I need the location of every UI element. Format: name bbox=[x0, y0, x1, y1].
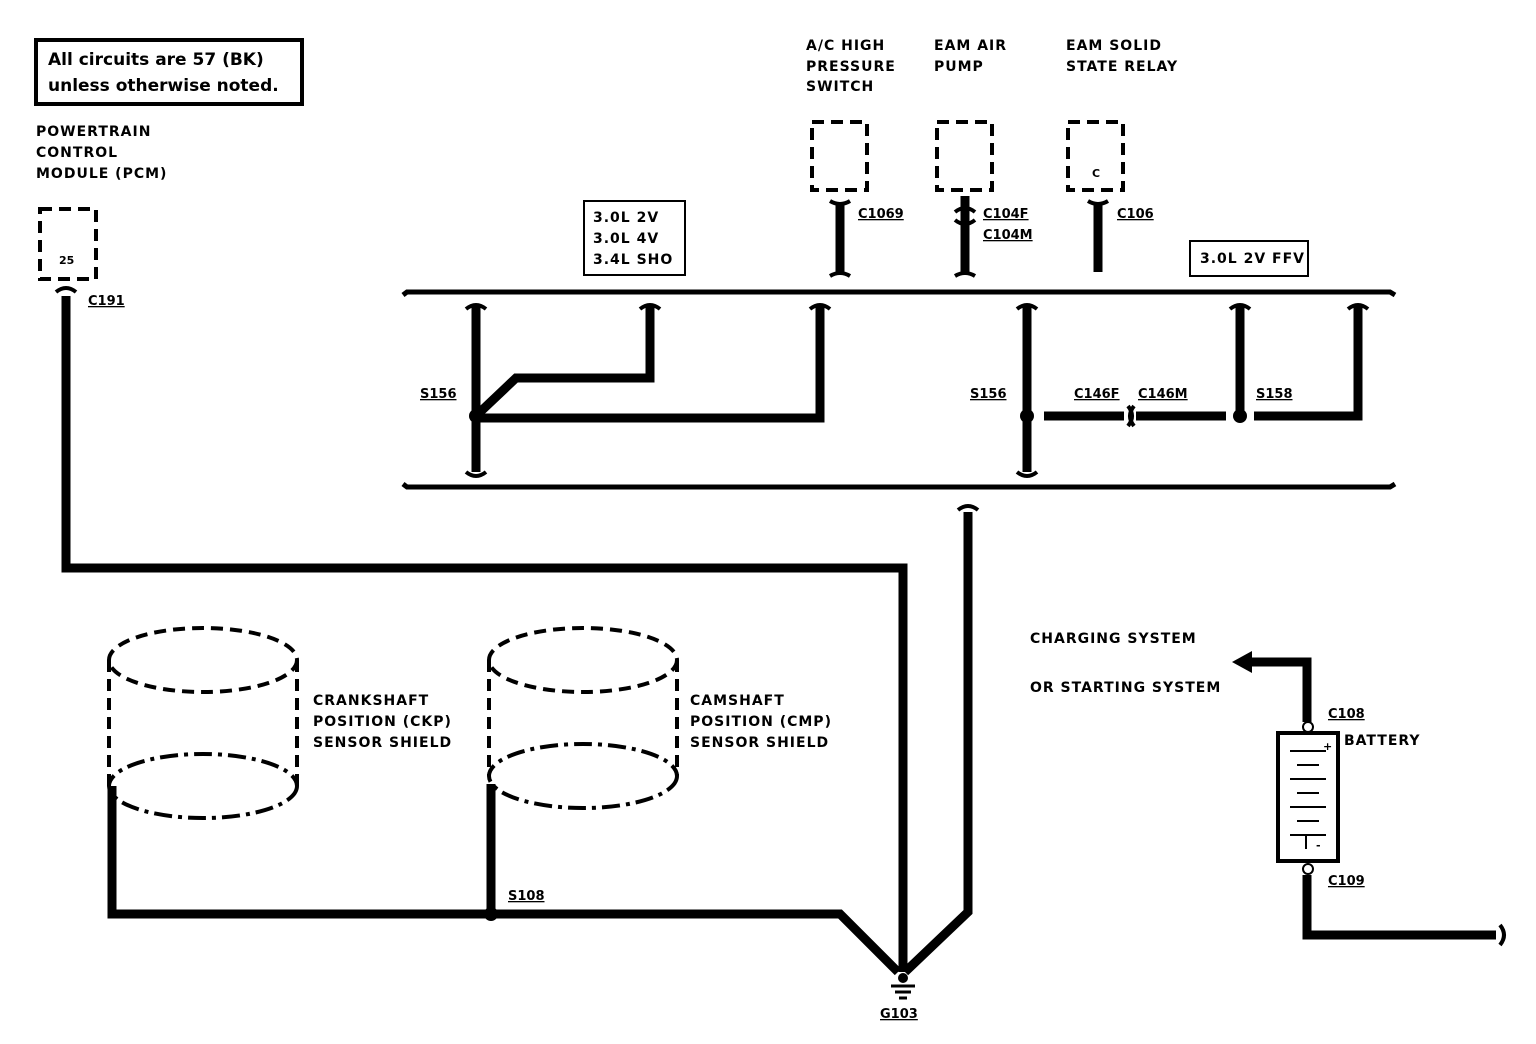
branch-right-1-plug bbox=[1228, 303, 1252, 311]
branch-left-3 bbox=[480, 305, 825, 423]
battery-body bbox=[1276, 731, 1340, 863]
eam-pump-label-1: EAM AIR bbox=[934, 38, 1007, 54]
pcm-component: POWERTRAIN CONTROL MODULE (PCM) 25 C191 bbox=[36, 124, 167, 309]
ac-switch-box bbox=[810, 120, 869, 192]
branch-left-1-plug-bottom bbox=[464, 470, 488, 478]
splice-s156-left-label: S156 bbox=[420, 387, 457, 402]
ac-switch-plug-bottom bbox=[828, 271, 852, 278]
eam-pump-connector-m: C104M bbox=[983, 228, 1033, 243]
ffv-variant-1: 3.0L 2V FFV bbox=[1200, 251, 1305, 267]
harness-bottom-line bbox=[401, 481, 1397, 490]
pcm-label-3: MODULE (PCM) bbox=[36, 166, 167, 182]
branch-mid-1-plug-bottom bbox=[1015, 470, 1039, 478]
pcm-ground-wire bbox=[61, 296, 908, 972]
splice-s156-mid bbox=[1020, 409, 1034, 423]
eam-pump-plug-1 bbox=[953, 206, 977, 214]
branch-left-3-plug bbox=[808, 303, 832, 311]
eam-relay-label-1: EAM SOLID bbox=[1066, 38, 1162, 54]
eam-pump-connector-f: C104F bbox=[983, 207, 1029, 222]
circuit-note-line2: unless otherwise noted. bbox=[48, 76, 279, 96]
branch-right-2 bbox=[1254, 305, 1363, 421]
branch-left-2-plug bbox=[638, 303, 662, 311]
battery-plus: + bbox=[1323, 740, 1332, 753]
ac-switch-component: A/C HIGH PRESSURE SWITCH C1069 bbox=[806, 38, 904, 222]
pcm-connector-box bbox=[38, 207, 98, 281]
eam-pump-component: EAM AIR PUMP C104F C104M bbox=[934, 38, 1033, 243]
pcm-pin: 25 bbox=[59, 254, 74, 267]
battery-top-connector: C108 bbox=[1328, 707, 1365, 722]
splice-s108-label: S108 bbox=[508, 889, 545, 904]
engine-variant-2: 3.0L 4V bbox=[593, 231, 659, 247]
splice-s158 bbox=[1233, 409, 1247, 423]
harness-branches: S156 S156 C146F C146M S158 bbox=[420, 303, 1370, 478]
circuit-note: All circuits are 57 (BK) unless otherwis… bbox=[34, 38, 304, 106]
ac-switch-connector: C1069 bbox=[858, 207, 904, 222]
ground-g103: G103 bbox=[880, 973, 918, 1022]
pcm-label-2: CONTROL bbox=[36, 145, 118, 161]
ckp-label-3: SENSOR SHIELD bbox=[313, 735, 452, 751]
cmp-label-3: SENSOR SHIELD bbox=[690, 735, 829, 751]
branch-left-1-plug bbox=[464, 303, 488, 311]
connector-c146m: C146M bbox=[1138, 387, 1188, 402]
ground-label: G103 bbox=[880, 1007, 918, 1022]
ckp-label-1: CRANKSHAFT bbox=[313, 693, 429, 709]
c146-plug-2 bbox=[1126, 404, 1134, 428]
ffv-variant-box: 3.0L 2V FFV bbox=[1189, 240, 1309, 277]
engine-variant-3: 3.4L SHO bbox=[593, 252, 673, 268]
battery-label: BATTERY bbox=[1344, 733, 1421, 749]
splice-s156-left bbox=[469, 409, 483, 423]
cmp-label-2: POSITION (CMP) bbox=[690, 714, 832, 730]
top-leads bbox=[828, 196, 1110, 278]
ckp-shield: CRANKSHAFT POSITION (CKP) SENSOR SHIELD bbox=[107, 626, 452, 820]
cmp-label-1: CAMSHAFT bbox=[690, 693, 785, 709]
harness-ground-wire bbox=[901, 512, 973, 976]
eam-relay-component: EAM SOLID STATE RELAY C C106 bbox=[1066, 38, 1178, 222]
battery-ground-wire bbox=[1302, 875, 1496, 940]
ac-switch-label-1: A/C HIGH bbox=[806, 38, 885, 54]
branch-mid-1-plug bbox=[1015, 303, 1039, 311]
engine-variant-1: 3.0L 2V bbox=[593, 210, 659, 226]
engine-variant-box: 3.0L 2V 3.0L 4V 3.4L SHO bbox=[583, 200, 686, 276]
battery-bottom-connector: C109 bbox=[1328, 874, 1365, 889]
branch-left-2 bbox=[474, 305, 655, 418]
ckp-label-2: POSITION (CKP) bbox=[313, 714, 452, 730]
cmp-shield: CAMSHAFT POSITION (CMP) SENSOR SHIELD bbox=[487, 626, 832, 810]
eam-relay-pin: C bbox=[1092, 167, 1100, 180]
ac-switch-plug bbox=[828, 199, 852, 206]
eam-pump-plug-2 bbox=[953, 218, 977, 226]
eam-pump-plug-bottom bbox=[953, 271, 977, 278]
battery-component: C108 BATTERY + - C109 bbox=[1276, 707, 1506, 947]
arrow-left-icon bbox=[1232, 651, 1252, 673]
charging-wire bbox=[1248, 657, 1312, 722]
charging-system: CHARGING SYSTEM OR STARTING SYSTEM bbox=[1030, 631, 1312, 722]
eam-relay-label-2: STATE RELAY bbox=[1066, 59, 1178, 75]
charging-label-1: CHARGING SYSTEM bbox=[1030, 631, 1197, 647]
branch-right-2-plug bbox=[1346, 303, 1370, 311]
harness-ground-plug bbox=[956, 504, 980, 512]
splice-s158-label: S158 bbox=[1256, 387, 1293, 402]
charging-label-2: OR STARTING SYSTEM bbox=[1030, 680, 1221, 696]
battery-ground-plug bbox=[1498, 923, 1506, 947]
splice-s156-mid-label: S156 bbox=[970, 387, 1007, 402]
eam-pump-box bbox=[935, 120, 994, 192]
battery-minus: - bbox=[1316, 839, 1321, 852]
shield-ground-wire bbox=[107, 786, 902, 976]
eam-relay-plug bbox=[1086, 199, 1110, 206]
ac-switch-label-2: PRESSURE bbox=[806, 59, 896, 75]
connector-c146f: C146F bbox=[1074, 387, 1120, 402]
eam-relay-connector: C106 bbox=[1117, 207, 1154, 222]
circuit-note-line1: All circuits are 57 (BK) bbox=[48, 50, 264, 70]
pcm-connector-label: C191 bbox=[88, 294, 125, 309]
pcm-plug bbox=[54, 286, 78, 294]
harness-top-line bbox=[401, 289, 1397, 298]
eam-pump-label-2: PUMP bbox=[934, 59, 984, 75]
pcm-label-1: POWERTRAIN bbox=[36, 124, 151, 140]
ac-switch-label-3: SWITCH bbox=[806, 79, 874, 95]
splice-s108 bbox=[484, 907, 498, 921]
eam-relay-box bbox=[1066, 120, 1125, 192]
ground-point bbox=[898, 973, 908, 983]
